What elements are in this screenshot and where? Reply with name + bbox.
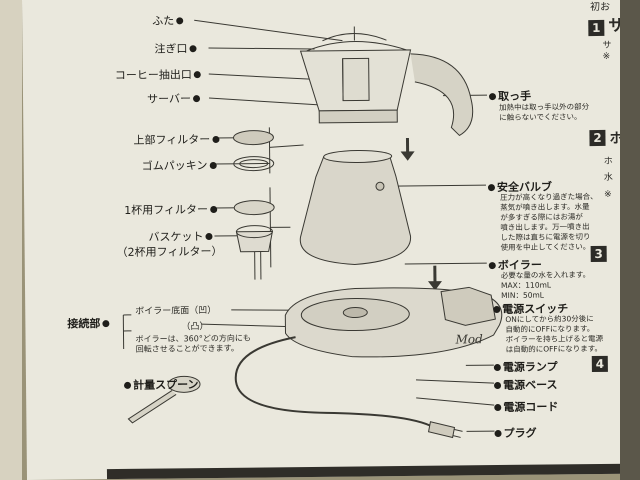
label-power-base-text: 電源ベース xyxy=(502,378,558,392)
label-handle-text: 取っ手 xyxy=(497,89,532,104)
label-plug: プラグ xyxy=(492,425,537,441)
label-handle: 取っ手 xyxy=(487,88,531,104)
label-server-text: サーバー xyxy=(146,92,192,106)
boiler-min: MIN：50mL xyxy=(501,290,544,300)
label-power-cord: 電源コード xyxy=(492,398,558,415)
bullet-icon xyxy=(209,161,217,170)
label-connection: 接続部 xyxy=(67,315,111,331)
bullet-icon xyxy=(488,262,496,270)
bullet-icon xyxy=(487,184,496,192)
manual-page: Mod ふた 注ぎ口 コーヒー抽出口 サーバー 上部フィルター ゴムパッキン 1… xyxy=(22,0,627,480)
label-spoon: 計量スプーン xyxy=(122,376,199,393)
edge-item2-line2: 水 xyxy=(603,172,613,183)
label-gasket-text: ゴムパッキン xyxy=(141,159,208,173)
edge-item1-line: サ xyxy=(602,40,612,51)
bullet-icon xyxy=(193,71,201,79)
item-number-1: 1 xyxy=(588,19,605,37)
label-boiler-bottom-convex: （凸） xyxy=(181,322,208,332)
label-power-cord-text: 電源コード xyxy=(503,400,559,414)
boiler-note-line: 必要な量の水を入れます。 xyxy=(500,270,591,280)
bullet-icon xyxy=(176,17,184,25)
label-power-lamp-text: 電源ランプ xyxy=(502,360,558,374)
switch-note: ONにしてから約30分後に 自動的にOFFになります。 ボイラーを持ち上げると電… xyxy=(505,314,603,355)
label-spoon-text: 計量スプーン xyxy=(132,378,199,392)
bullet-icon xyxy=(494,430,502,438)
label-one-cup-filter: 1杯用フィルター xyxy=(124,201,219,218)
label-connection-text: 接続部 xyxy=(67,317,101,331)
edge-top-text: 初お xyxy=(590,1,611,14)
label-basket-sub-text: （2杯用フィルター） xyxy=(116,244,223,260)
edge-item1-note: ※ xyxy=(602,51,611,62)
bullet-icon xyxy=(493,306,501,314)
label-boiler-bottom-convex-text: （凸） xyxy=(181,322,209,333)
device-brand-mark: Mod xyxy=(455,332,484,346)
left-paper-edge xyxy=(0,0,22,480)
label-plug-text: プラグ xyxy=(503,426,537,440)
bullet-icon xyxy=(493,364,501,372)
item-number-2: 2 xyxy=(589,129,606,147)
label-power-lamp: 電源ランプ xyxy=(492,358,558,375)
valve-note-line: 使用を中止してください。 xyxy=(500,242,591,253)
handle-note: 加熱中は取っ手以外の部分 に触らないでください。 xyxy=(499,102,589,123)
label-upper-filter: 上部フィルター xyxy=(133,131,221,148)
label-spout-text: 注ぎ口 xyxy=(154,42,188,56)
valve-note: 圧力が高くなり過ぎた場合、 蒸気が噴き出します。水量 が多すぎる際にはお湯が 噴… xyxy=(500,192,598,253)
edge-item2-note: ※ xyxy=(604,189,612,200)
label-boiler-bottom: ボイラー底面（凹） xyxy=(135,306,216,317)
bullet-icon xyxy=(189,45,197,53)
bullet-icon xyxy=(124,381,132,389)
bullet-icon xyxy=(494,404,502,412)
bullet-icon xyxy=(192,95,200,103)
label-upper-filter-text: 上部フィルター xyxy=(133,133,211,147)
right-shadow xyxy=(620,0,640,480)
edge-item2-line1: ホ xyxy=(603,156,613,167)
bullet-icon xyxy=(489,93,497,101)
rotate-note-line: 回転させることができます。 xyxy=(135,343,239,354)
bullet-icon xyxy=(209,205,218,214)
switch-note-line: は自動的にOFFになります。 xyxy=(505,343,603,354)
bullet-icon xyxy=(494,382,502,390)
label-lid: ふた xyxy=(152,12,185,28)
label-coffee-outlet: コーヒー抽出口 xyxy=(115,66,203,83)
label-gasket: ゴムパッキン xyxy=(142,157,219,174)
label-basket-text: バスケット xyxy=(148,230,204,244)
label-power-base: 電源ベース xyxy=(492,376,558,393)
bullet-icon xyxy=(205,233,213,241)
label-basket-sub: （2杯用フィルター） xyxy=(117,243,223,260)
item-number-3: 3 xyxy=(590,245,607,263)
label-lid-text: ふた xyxy=(152,14,175,28)
label-coffee-outlet-text: コーヒー抽出口 xyxy=(114,68,192,83)
label-server: サーバー xyxy=(147,90,202,107)
bullet-icon xyxy=(212,135,220,144)
product-diagram: Mod xyxy=(122,19,503,439)
handle-note-line: に触らないでください。 xyxy=(499,112,582,123)
label-one-cup-filter-text: 1杯用フィルター xyxy=(124,203,209,217)
boiler-note: 必要な量の水を入れます。 MAX：110mL MIN：50mL xyxy=(501,270,591,301)
label-boiler-bottom-text: ボイラー底面（凹） xyxy=(135,305,217,317)
label-spout: 注ぎ口 xyxy=(154,40,198,56)
rotate-note: ボイラーは、360°どの方向にも 回転させることができます。 xyxy=(136,334,251,355)
item-number-4: 4 xyxy=(591,355,608,373)
bullet-icon xyxy=(102,320,110,328)
